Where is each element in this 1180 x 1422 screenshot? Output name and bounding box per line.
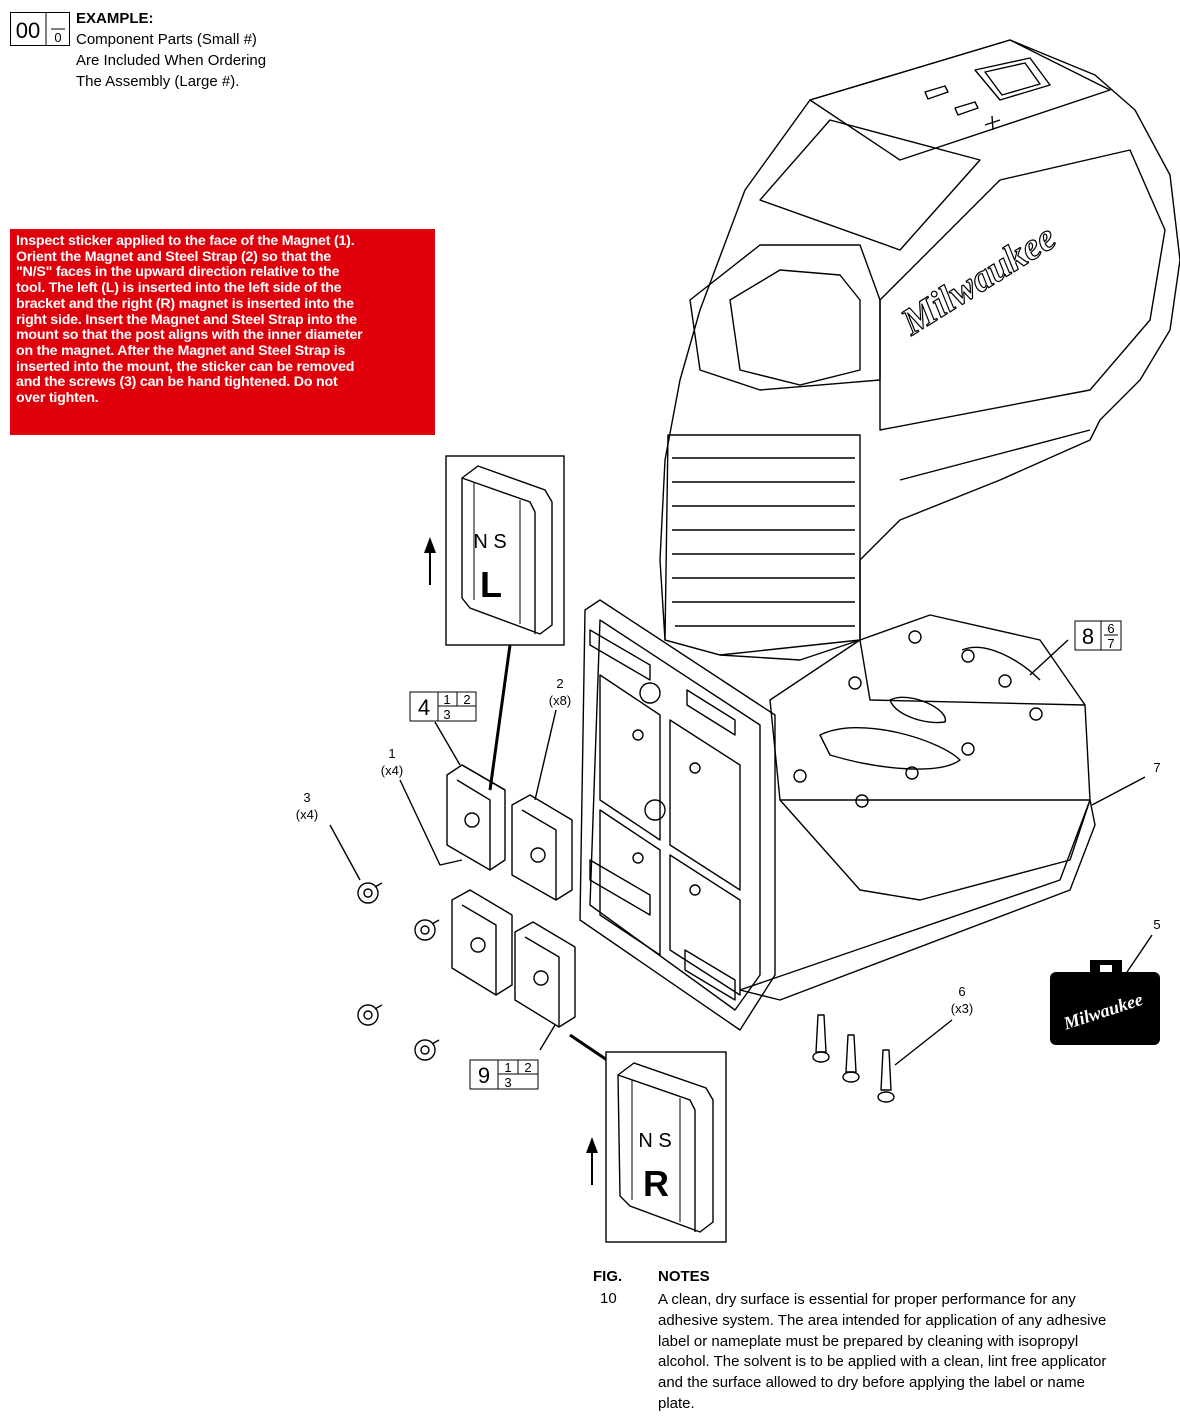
detail-right-ns: N S — [638, 1130, 671, 1152]
example-text: EXAMPLE: Component Parts (Small #) Are I… — [76, 8, 266, 92]
leader-1 — [399, 779, 463, 866]
example-line: The Assembly (Large #). — [76, 73, 240, 90]
leader-3 — [329, 824, 361, 881]
callout-3-num: 3 — [303, 790, 310, 805]
leader-4 — [434, 721, 461, 766]
example-title: EXAMPLE: — [76, 10, 154, 27]
notes-body: A clean, dry surface is essential for pr… — [658, 1290, 1178, 1415]
assembly-8-s2: 7 — [1107, 636, 1114, 651]
warning-line: on the magnet. After the Magnet and Stee… — [16, 342, 346, 359]
assembly-4-s1: 1 — [443, 692, 450, 707]
leader-9 — [539, 1024, 556, 1051]
screw-6a — [812, 1014, 830, 1063]
detail-leader-left — [488, 644, 512, 791]
warning-line: inserted into the mount, the sticker can… — [16, 358, 355, 375]
screw-3d — [414, 1039, 440, 1061]
leader-5 — [1124, 934, 1153, 976]
leader-2 — [534, 709, 557, 801]
arrow-up-icon — [586, 1137, 598, 1153]
mount-bracket-plate — [579, 599, 776, 1031]
notes-line: adhesive system. The area intended for a… — [658, 1311, 1107, 1329]
detail-left-side: L — [480, 564, 502, 605]
callout-3-qty: (x4) — [296, 807, 318, 822]
callout-6-num: 6 — [958, 984, 965, 999]
assembly-8-s1: 6 — [1107, 621, 1114, 636]
assembly-box-9: 9 1 2 3 — [469, 1059, 539, 1090]
leader-8 — [1029, 639, 1069, 676]
fig-label: FIG. — [593, 1268, 623, 1285]
magnet-left-lower — [451, 889, 513, 996]
arrow-up-icon — [424, 537, 436, 553]
magnet-left-upper — [446, 764, 506, 871]
magnet-strap-lower — [514, 921, 576, 1028]
assembly-9-s1: 1 — [504, 1060, 511, 1075]
screw-6b — [842, 1034, 860, 1083]
assembly-9-big: 9 — [478, 1063, 490, 1088]
warning-line: right side. Insert the Magnet and Steel … — [16, 311, 357, 328]
assembly-4-s2: 2 — [463, 692, 470, 707]
warning-line: bracket and the right (R) magnet is inse… — [16, 295, 354, 312]
detail-left-ns: N S — [473, 531, 506, 553]
warning-line: tool. The left (L) is inserted into the … — [16, 280, 342, 297]
example-line: Component Parts (Small #) — [76, 31, 257, 48]
example-line: Are Included When Ordering — [76, 52, 267, 69]
callout-6-qty: (x3) — [951, 1001, 973, 1016]
warning-box: Inspect sticker applied to the face of t… — [10, 229, 435, 435]
assembly-9-s2: 2 — [524, 1060, 531, 1075]
detail-box-right: N S R — [586, 1051, 727, 1243]
notes-line: plate. — [658, 1394, 695, 1412]
warning-line: "N/S" faces in the upward direction rela… — [16, 264, 340, 281]
detail-leader-right — [569, 1033, 611, 1064]
callout-2-num: 2 — [556, 676, 563, 691]
carrying-case: Milwaukee — [1050, 960, 1160, 1045]
notes-line: A clean, dry surface is essential for pr… — [658, 1291, 1076, 1308]
leader-6 — [894, 1019, 953, 1066]
warning-line: Inspect sticker applied to the face of t… — [16, 233, 355, 249]
assembly-box-8: 8 6 7 — [1074, 620, 1122, 651]
example-legend-box: 00 0 — [10, 12, 70, 46]
warning-line: over tighten. — [16, 390, 99, 407]
warning-line: mount so that the post aligns with the i… — [16, 327, 363, 344]
notes-line: label or nameplate must be prepared by c… — [658, 1332, 1079, 1350]
screw-3c — [357, 1004, 383, 1026]
detail-right-side: R — [643, 1163, 669, 1204]
notes-line: and the surface allowed to dry before ap… — [658, 1374, 1085, 1392]
assembly-9-s3: 3 — [504, 1075, 511, 1090]
callout-5-num: 5 — [1153, 917, 1160, 932]
screw-6c — [877, 1049, 895, 1103]
laser-tool-body: Milwaukee — [659, 39, 1180, 661]
notes-heading: NOTES — [658, 1268, 710, 1285]
leader-7 — [1091, 776, 1146, 806]
detail-box-left: N S L — [424, 455, 565, 646]
callout-7-num: 7 — [1153, 760, 1160, 775]
warning-line: and the screws (3) can be hand tightened… — [16, 374, 338, 391]
callout-2-qty: (x8) — [549, 693, 571, 708]
fig-number: 10 — [600, 1290, 617, 1307]
screw-3a — [357, 882, 383, 904]
assembly-4-s3: 3 — [443, 707, 450, 722]
callout-1-num: 1 — [388, 746, 395, 761]
assembly-box-4: 4 1 2 3 — [409, 691, 477, 722]
callout-1-qty: (x4) — [381, 763, 403, 778]
magnet-strap-upper — [511, 794, 573, 901]
example-small-num: 0 — [54, 30, 61, 45]
body-logo: Milwaukee — [893, 216, 1063, 344]
warning-line: Orient the Magnet and Steel Strap (2) so… — [16, 248, 331, 265]
notes-line: alcohol. The solvent is to be applied wi… — [658, 1353, 1107, 1371]
example-big-num: 00 — [16, 18, 40, 43]
assembly-4-big: 4 — [418, 695, 430, 720]
screw-3b — [414, 919, 440, 941]
mount-base — [739, 614, 1096, 1001]
assembly-8-big: 8 — [1082, 624, 1094, 649]
